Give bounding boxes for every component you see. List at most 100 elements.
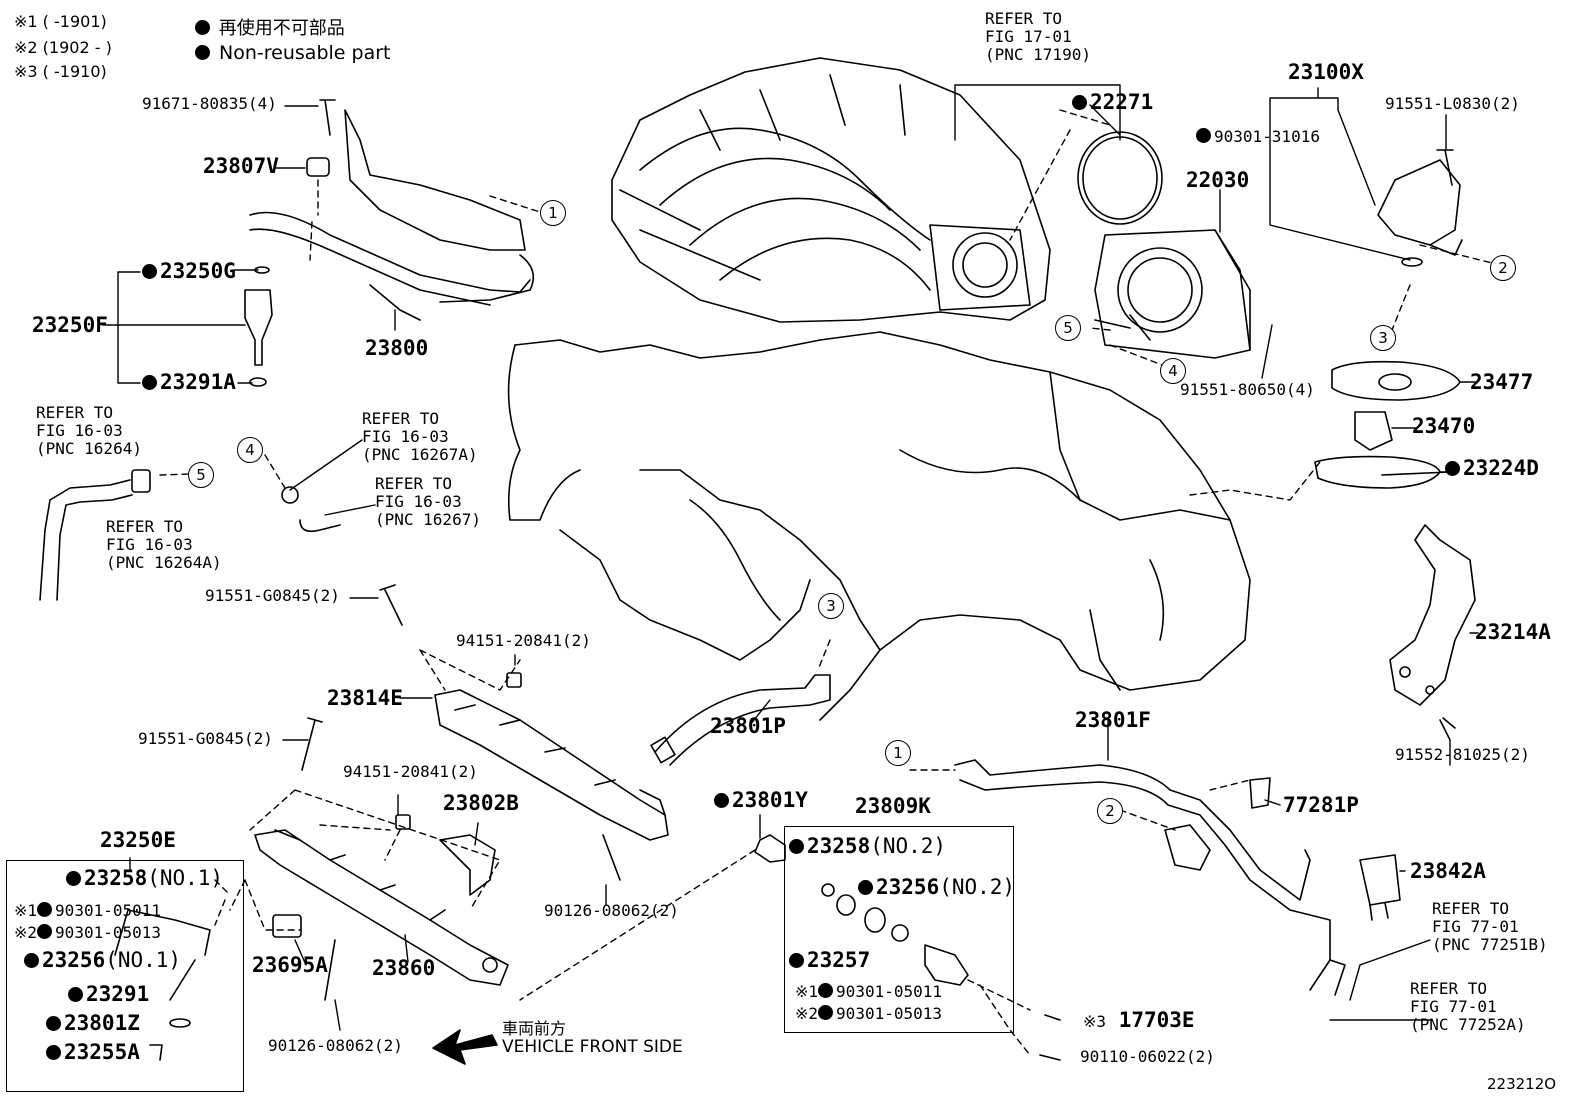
non-reusable-dot-icon (66, 871, 81, 886)
fuel-pipe-23801f-drawing (954, 759, 1346, 996)
pressure-sensor-drawing (114, 883, 1061, 1061)
non-reusable-dot-icon (46, 1045, 61, 1060)
refer-fig-16-03-16267[interactable]: REFER TO FIG 16-03 (PNC 16267) (375, 474, 481, 529)
engine-block-drawing (507, 331, 1251, 721)
label-91551-L0830[interactable]: 91551-L0830(2) (1385, 94, 1520, 113)
diagram-id: 223212O (1487, 1075, 1557, 1093)
label-23258-no2[interactable]: 23258(NO.2) (789, 836, 946, 857)
label-23470[interactable]: 23470 (1412, 414, 1476, 438)
label-23801Y[interactable]: 23801Y (714, 790, 808, 811)
label-91551-G0845-b[interactable]: 91551-G0845(2) (138, 729, 273, 748)
refer-fig-16-03-16267a[interactable]: REFER TO FIG 16-03 (PNC 16267A) (362, 409, 478, 464)
circle-ref-3b: 3 (818, 593, 844, 619)
label-23257[interactable]: 23257 (789, 950, 870, 971)
circle-ref-4a: 4 (1160, 358, 1186, 384)
label-94151-20841-b[interactable]: 94151-20841(2) (343, 762, 478, 781)
label-23477[interactable]: 23477 (1470, 370, 1534, 394)
label-23807V[interactable]: 23807V (203, 154, 279, 178)
intake-manifold-drawing (611, 57, 1051, 323)
non-reusable-dot-icon (858, 880, 873, 895)
non-reusable-dot-icon (195, 20, 210, 35)
label-23802B[interactable]: 23802B (443, 791, 519, 815)
label-23224D[interactable]: 23224D (1445, 458, 1539, 479)
label-23100X[interactable]: 23100X (1288, 60, 1364, 84)
refer-fig-16-03-16264[interactable]: REFER TO FIG 16-03 (PNC 16264) (36, 403, 142, 458)
label-23801Z[interactable]: 23801Z (46, 1013, 140, 1034)
label-22030[interactable]: 22030 (1186, 168, 1250, 192)
refer-fig-16-03-16264a[interactable]: REFER TO FIG 16-03 (PNC 16264A) (106, 517, 222, 572)
note-non-reusable-en: Non-reusable part (195, 42, 390, 64)
non-reusable-dot-icon (24, 953, 39, 968)
label-23250G[interactable]: 23250G (142, 261, 236, 282)
fuel-rails-drawing (254, 674, 831, 986)
non-reusable-dot-icon (1072, 95, 1087, 110)
label-91551-G0845-a[interactable]: 91551-G0845(2) (205, 586, 340, 605)
label-23814E[interactable]: 23814E (327, 686, 403, 710)
label-23256-no1[interactable]: 23256(NO.1) (24, 950, 181, 971)
bolts-drawing (272, 584, 621, 1001)
label-90301-31016[interactable]: 90301-31016 (1196, 128, 1320, 145)
label-23255A[interactable]: 23255A (46, 1042, 140, 1063)
non-reusable-dot-icon (142, 375, 157, 390)
label-91551-80650[interactable]: 91551-80650(4) (1180, 380, 1315, 399)
label-23291A[interactable]: 23291A (142, 372, 236, 393)
label-23860[interactable]: 23860 (372, 956, 436, 980)
circle-ref-3a: 3 (1370, 325, 1396, 351)
non-reusable-dot-icon (1445, 461, 1460, 476)
note-2: ※2 (1902 - ) (14, 38, 112, 57)
circle-ref-4b: 4 (237, 437, 263, 463)
circle-ref-5a: 5 (1055, 315, 1081, 341)
refer-fig-77-01-77252a[interactable]: REFER TO FIG 77-01 (PNC 77252A) (1410, 979, 1526, 1034)
front-label-en: VEHICLE FRONT SIDE (502, 1037, 683, 1057)
non-reusable-dot-icon (37, 924, 53, 939)
label-23256-no2[interactable]: 23256(NO.2) (858, 877, 1015, 898)
label-22271[interactable]: 22271 (1072, 92, 1153, 113)
label-91671-80835[interactable]: 91671-80835(4) (142, 94, 277, 113)
label-23258-no1[interactable]: 23258(NO.1) (66, 868, 223, 889)
pressure-sensor-box (784, 826, 1014, 1033)
label-90110-06022[interactable]: 90110-06022(2) (1080, 1047, 1215, 1066)
note-1: ※1 ( -1901) (14, 12, 107, 31)
non-reusable-dot-icon (818, 983, 834, 998)
label-23250E[interactable]: 23250E (100, 828, 176, 852)
refer-fig-17-01[interactable]: REFER TO FIG 17-01 (PNC 17190) (985, 9, 1091, 64)
hoses-drawing (39, 469, 341, 601)
non-reusable-dot-icon (714, 793, 729, 808)
note-non-reusable-jp: 再使用不可部品 (195, 14, 345, 40)
label-23214A[interactable]: 23214A (1475, 620, 1551, 644)
refer-fig-77-01-77251b[interactable]: REFER TO FIG 77-01 (PNC 77251B) (1432, 899, 1548, 954)
label-23809K[interactable]: 23809K (855, 794, 931, 818)
label-23801F[interactable]: 23801F (1075, 708, 1151, 732)
circle-ref-5b: 5 (188, 462, 214, 488)
non-reusable-dot-icon (818, 1005, 834, 1020)
label-23801P[interactable]: 23801P (710, 714, 786, 738)
note-3: ※3 ( -1910) (14, 62, 107, 81)
label-23842A[interactable]: 23842A (1410, 859, 1486, 883)
label-91552-81025[interactable]: 91552-81025(2) (1395, 745, 1530, 764)
injector-top-drawing (244, 99, 535, 387)
circle-ref-1b: 1 (885, 740, 911, 766)
circle-ref-2b: 2 (1097, 798, 1123, 824)
label-94151-20841-a[interactable]: 94151-20841(2) (456, 631, 591, 650)
label-77281P[interactable]: 77281P (1283, 793, 1359, 817)
non-reusable-dot-icon (37, 902, 53, 917)
label-23250F[interactable]: 23250F (32, 313, 108, 337)
front-label-jp: 車両前方 (502, 1019, 567, 1038)
label-90126-08062-a[interactable]: 90126-08062(2) (544, 901, 679, 920)
leader-lines (102, 84, 1479, 1031)
label-23800[interactable]: 23800 (365, 336, 429, 360)
label-17703E[interactable]: ※3 17703E (1083, 1008, 1195, 1032)
label-23695A[interactable]: 23695A (252, 953, 328, 977)
injector-kit-box (6, 860, 244, 1092)
label-23291[interactable]: 23291 (68, 984, 149, 1005)
sensor-drawing (1359, 854, 1401, 921)
dashed-leaders (159, 109, 1501, 1056)
throttle-body-drawing (1077, 131, 1251, 359)
label-90126-08062-b[interactable]: 90126-08062(2) (268, 1036, 403, 1055)
